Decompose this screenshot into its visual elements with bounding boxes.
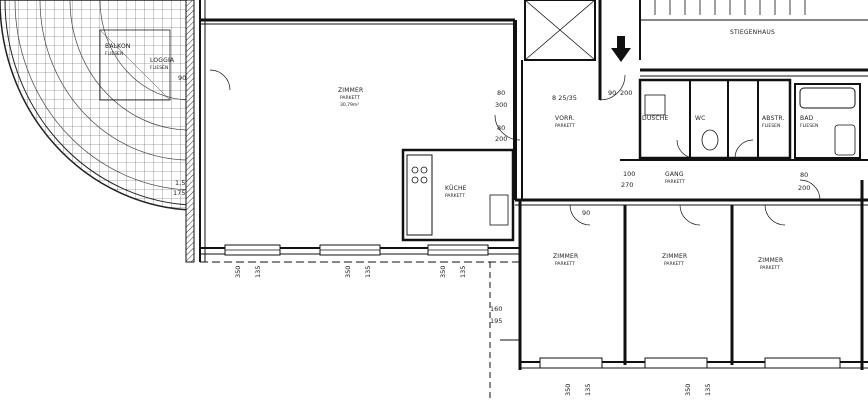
dim-label: 80 bbox=[497, 89, 505, 97]
dim-label: 135 bbox=[704, 384, 712, 396]
dim-label: 350 bbox=[564, 384, 572, 396]
dim-label: 135 bbox=[254, 266, 262, 278]
room-label-vorr: VORR. bbox=[555, 115, 575, 122]
room-sub-balkon: FLIESEN bbox=[105, 51, 123, 57]
dim-label: 270 bbox=[621, 181, 633, 189]
room-sub-zimmer-3: PARKETT bbox=[760, 265, 780, 271]
dim-label: 200 bbox=[798, 184, 810, 192]
room-label-dusche: DUSCHE bbox=[642, 115, 669, 122]
room-label-kueche: KÜCHE bbox=[445, 185, 467, 192]
dim-label: 8 25/35 bbox=[552, 94, 577, 102]
room-sub-loggia: FLIESEN bbox=[150, 65, 168, 71]
dim-label: 175 bbox=[173, 189, 185, 197]
room-label-bad: BAD bbox=[800, 115, 814, 122]
room-label-zimmer-1: ZIMMER bbox=[553, 253, 578, 260]
room-label-abstr: ABSTR. bbox=[762, 115, 785, 122]
dim-label: 135 bbox=[364, 266, 372, 278]
room-label-zimmer-main: ZIMMER bbox=[338, 87, 363, 94]
entrance-arrow-icon bbox=[611, 36, 631, 62]
dim-label: 300 bbox=[495, 101, 507, 109]
dim-label: 90 bbox=[608, 89, 616, 97]
dim-label: 90 bbox=[582, 209, 590, 217]
dim-label: 80 bbox=[800, 171, 808, 179]
dim-label: 350 bbox=[439, 266, 447, 278]
house-roof-icon bbox=[17, 324, 79, 352]
room-sub-zimmer-2: PARKETT bbox=[664, 261, 684, 267]
room-label-stiegenhaus: STIEGENHAUS bbox=[730, 29, 775, 36]
dim-label: 1,5 bbox=[175, 179, 185, 187]
room-sub-zimmer-main: PARKETT bbox=[340, 95, 360, 101]
room-label-gang: GANG bbox=[665, 171, 684, 178]
room-label-zimmer-3: ZIMMER bbox=[758, 257, 783, 264]
room-sub-abstr: FLIESEN bbox=[762, 123, 780, 129]
room-sub-bad: FLIESEN bbox=[800, 123, 818, 129]
dim-label: 200 bbox=[620, 89, 632, 97]
walls bbox=[185, 0, 868, 400]
room-label-balkon: BALKON bbox=[105, 43, 131, 50]
dim-label: 100 bbox=[623, 170, 635, 178]
room-area-zimmer-main: 30,79m² bbox=[340, 102, 359, 108]
dim-label: 195 bbox=[490, 317, 502, 325]
dim-label: 350 bbox=[344, 266, 352, 278]
brand-logo: DR.GABRIEL IMMOBILIEN | EST 1973 bbox=[14, 322, 154, 384]
dim-label: 200 bbox=[495, 135, 507, 143]
dim-label: 135 bbox=[459, 266, 467, 278]
room-sub-gang: PARKETT bbox=[665, 179, 685, 185]
brand-name: DR.GABRIEL bbox=[20, 348, 126, 366]
dim-label: 135 bbox=[584, 384, 592, 396]
dim-label: 80 bbox=[497, 124, 505, 132]
dim-label: 160 bbox=[490, 305, 502, 313]
room-sub-kueche: PARKETT bbox=[445, 193, 465, 199]
room-sub-zimmer-1: PARKETT bbox=[555, 261, 575, 267]
room-label-zimmer-2: ZIMMER bbox=[662, 253, 687, 260]
dim-label: 90 bbox=[178, 74, 186, 82]
room-sub-vorr: PARKETT bbox=[555, 123, 575, 129]
dim-label: 350 bbox=[684, 384, 692, 396]
dim-label: 350 bbox=[234, 266, 242, 278]
room-label-wc: WC bbox=[695, 115, 706, 122]
balcony-area bbox=[0, 0, 191, 211]
room-label-loggia: LOGGIA bbox=[150, 57, 175, 64]
brand-tagline: IMMOBILIEN | EST 1973 bbox=[20, 367, 117, 376]
